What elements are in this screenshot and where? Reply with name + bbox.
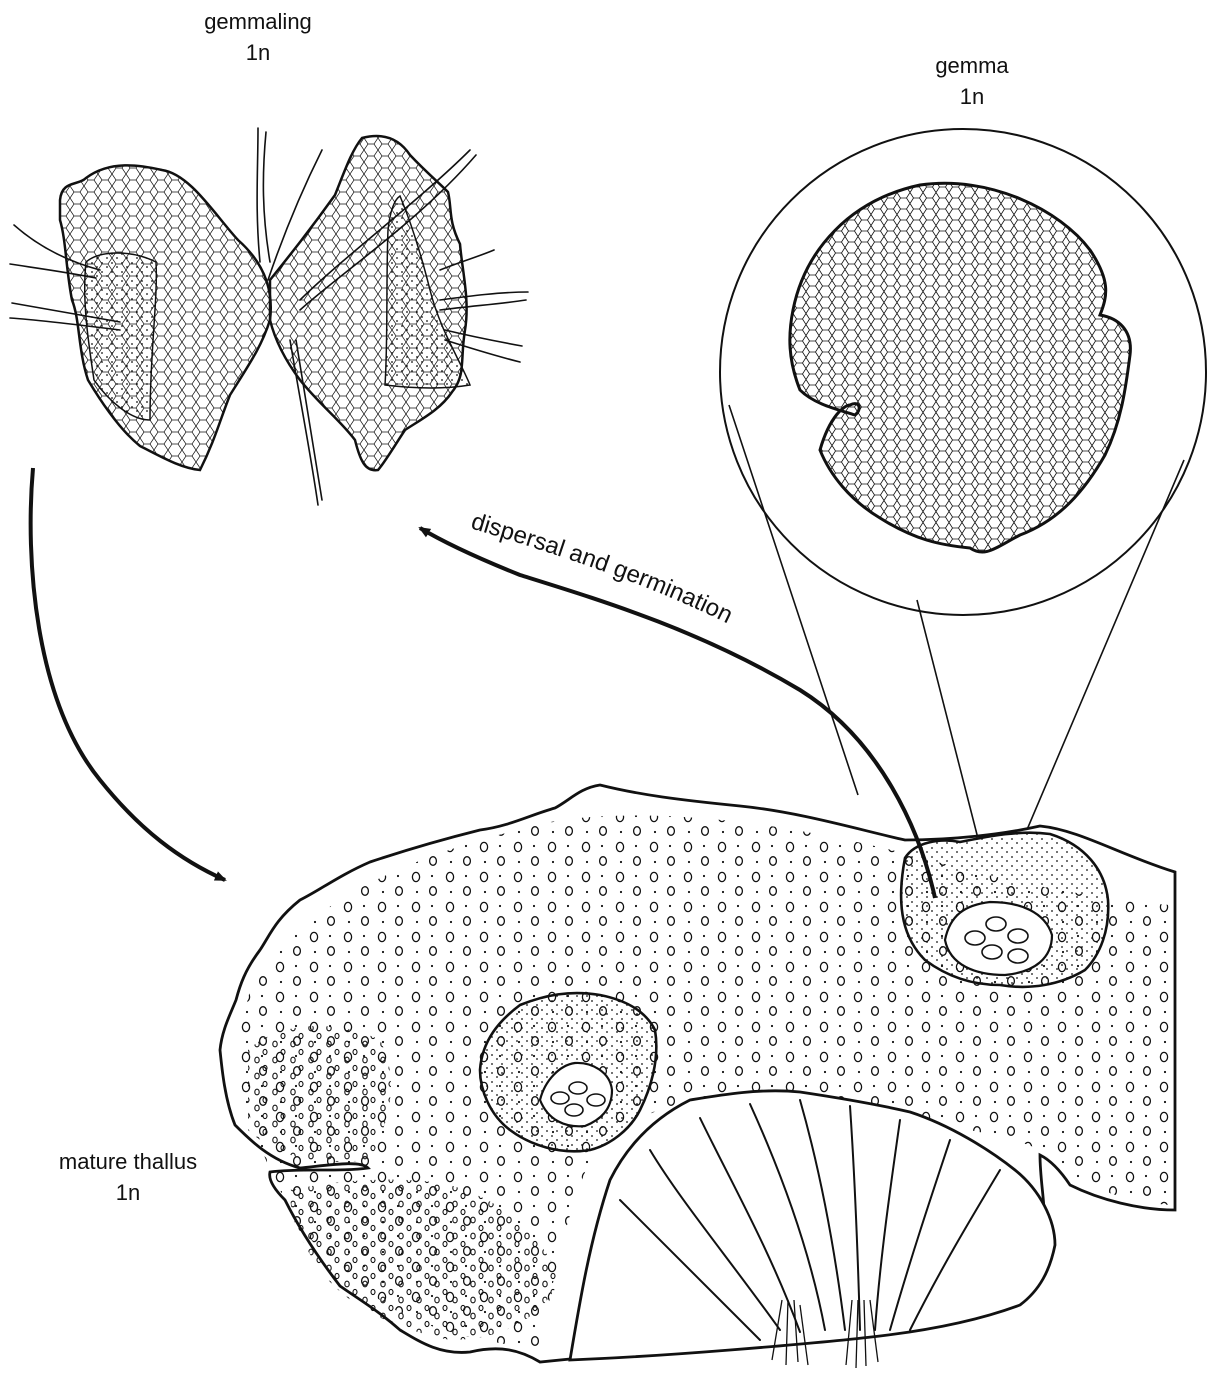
gemmaling-right-lobe: [270, 136, 467, 470]
mature-thallus-illustration: [220, 785, 1175, 1368]
gemmaling-illustration: [10, 128, 528, 505]
gemma-illustration: [720, 129, 1206, 905]
arrow-gemmaling-to-thallus: [31, 468, 225, 880]
